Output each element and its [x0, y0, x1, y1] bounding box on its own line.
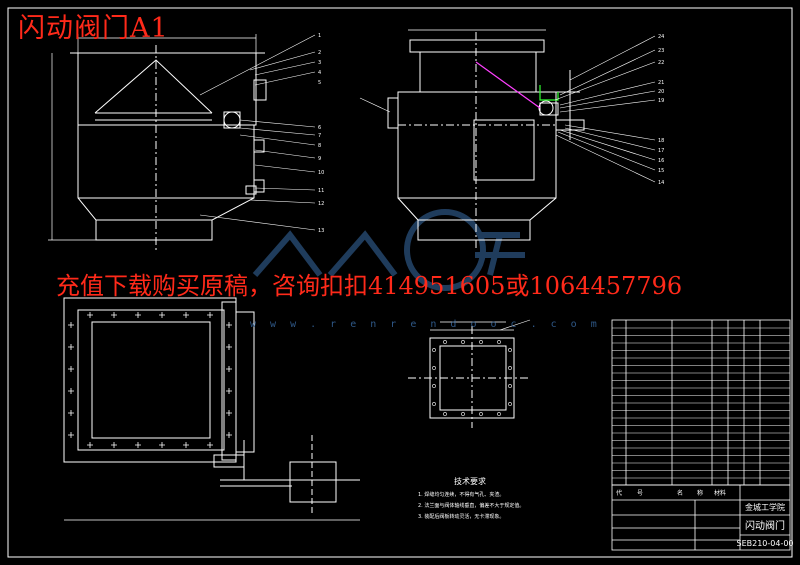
bolt-mark — [183, 442, 189, 448]
side-accents — [475, 61, 559, 109]
title-block-text: 金城工学院 闪动阀门 SEB210-04-00 代 号 名 称 材料 — [616, 489, 794, 548]
callout-label: 7 — [318, 133, 321, 139]
callout-label: 11 — [318, 188, 324, 194]
column-header: 称 — [697, 489, 703, 497]
bolt-mark — [226, 344, 232, 350]
bolt-mark — [68, 410, 74, 416]
bolt-mark — [226, 432, 232, 438]
flange-hole — [432, 384, 436, 388]
side-view — [387, 29, 585, 250]
watermark-logo — [252, 209, 525, 291]
callout-label: 21 — [658, 80, 664, 86]
flange-hole — [508, 384, 512, 388]
callout-label: 19 — [658, 98, 664, 104]
svg-text:1. 焊缝均匀连续，不得有气孔、夹渣。: 1. 焊缝均匀连续，不得有气孔、夹渣。 — [418, 491, 504, 498]
bolt-mark — [159, 312, 165, 318]
flange-hole — [432, 366, 436, 370]
flange-hole — [497, 412, 501, 416]
callout-label: 1 — [318, 33, 321, 39]
callout-label: 6 — [318, 125, 321, 131]
flange-hole — [508, 366, 512, 370]
bolt-mark — [183, 312, 189, 318]
flange-hole — [432, 402, 436, 406]
bolt-mark — [87, 442, 93, 448]
flange-hole — [461, 340, 465, 344]
title-block — [611, 319, 791, 551]
bolt-mark — [68, 322, 74, 328]
bolt-mark — [226, 410, 232, 416]
svg-text:金城工学院: 金城工学院 — [745, 502, 785, 512]
flange-hole — [479, 412, 483, 416]
side-leaders — [359, 35, 656, 183]
column-header: 代 — [616, 489, 622, 497]
callout-label: 3 — [318, 60, 321, 66]
svg-text:2. 法兰面与阀体轴线垂直，偏差不大于规定值。: 2. 法兰面与阀体轴线垂直，偏差不大于规定值。 — [418, 502, 524, 509]
column-header: 号 — [637, 490, 643, 497]
flange-hole — [443, 340, 447, 344]
parts-list-rows — [612, 327, 790, 479]
side-callouts: 24 23 22 21 20 19 18 17 16 15 14 — [658, 34, 664, 186]
column-header: 名 — [677, 489, 683, 497]
column-header: 材料 — [714, 489, 726, 497]
callout-label: 9 — [318, 156, 321, 162]
svg-text:技术要求: 技术要求 — [454, 476, 486, 486]
bolt-mark — [111, 442, 117, 448]
drawing-border — [7, 7, 793, 558]
callout-label: 23 — [658, 48, 664, 54]
plan-view — [63, 297, 360, 521]
front-leaders — [199, 34, 316, 231]
bolt-mark — [68, 388, 74, 394]
bolt-mark — [87, 312, 93, 318]
plan-bolts — [68, 312, 232, 448]
flange-hole — [508, 348, 512, 352]
ad-banner: 充值下载购买原稿，咨询扣扣414951605或1064457796 — [56, 272, 683, 300]
svg-text:SEB210-04-00: SEB210-04-00 — [736, 539, 793, 548]
watermark-url: w w w . r e n r e n d o o c . c o m — [250, 319, 601, 330]
bolt-mark — [68, 344, 74, 350]
flange-hole — [479, 340, 483, 344]
svg-text:3. 装配后阀板转动灵活，无卡滞现象。: 3. 装配后阀板转动灵活，无卡滞现象。 — [418, 513, 504, 520]
bolt-mark — [68, 366, 74, 372]
flange-holes — [432, 340, 512, 416]
drawing-title: 闪动阀门A1 — [18, 13, 169, 44]
callout-label: 24 — [658, 34, 664, 40]
bolt-mark — [226, 388, 232, 394]
callout-label: 17 — [658, 148, 664, 154]
bolt-mark — [207, 312, 213, 318]
technical-notes: 技术要求 1. 焊缝均匀连续，不得有气孔、夹渣。 2. 法兰面与阀体轴线垂直，偏… — [418, 476, 524, 520]
callout-label: 10 — [318, 170, 324, 176]
callout-label: 16 — [658, 158, 664, 164]
bolt-mark — [159, 442, 165, 448]
bolt-mark — [135, 442, 141, 448]
flange-hole — [443, 412, 447, 416]
bolt-mark — [207, 442, 213, 448]
callout-label: 2 — [318, 50, 321, 56]
bolt-mark — [111, 312, 117, 318]
bolt-mark — [226, 366, 232, 372]
callout-label: 18 — [658, 138, 664, 144]
flange-hole — [461, 412, 465, 416]
callout-label: 22 — [658, 60, 664, 66]
callout-label: 8 — [318, 143, 321, 149]
callout-label: 15 — [658, 168, 664, 174]
callout-label: 14 — [658, 180, 664, 186]
front-view — [48, 34, 267, 250]
callout-label: 20 — [658, 89, 664, 95]
flange-hole — [497, 340, 501, 344]
callout-label: 5 — [318, 80, 321, 86]
bolt-mark — [135, 312, 141, 318]
flange-hole — [508, 402, 512, 406]
flange-view — [408, 319, 531, 428]
svg-text:闪动阀门: 闪动阀门 — [745, 519, 785, 532]
bolt-mark — [68, 432, 74, 438]
flange-hole — [432, 348, 436, 352]
bolt-mark — [226, 322, 232, 328]
callout-label: 4 — [318, 70, 321, 76]
callout-label: 12 — [318, 201, 324, 207]
callout-label: 13 — [318, 228, 324, 234]
